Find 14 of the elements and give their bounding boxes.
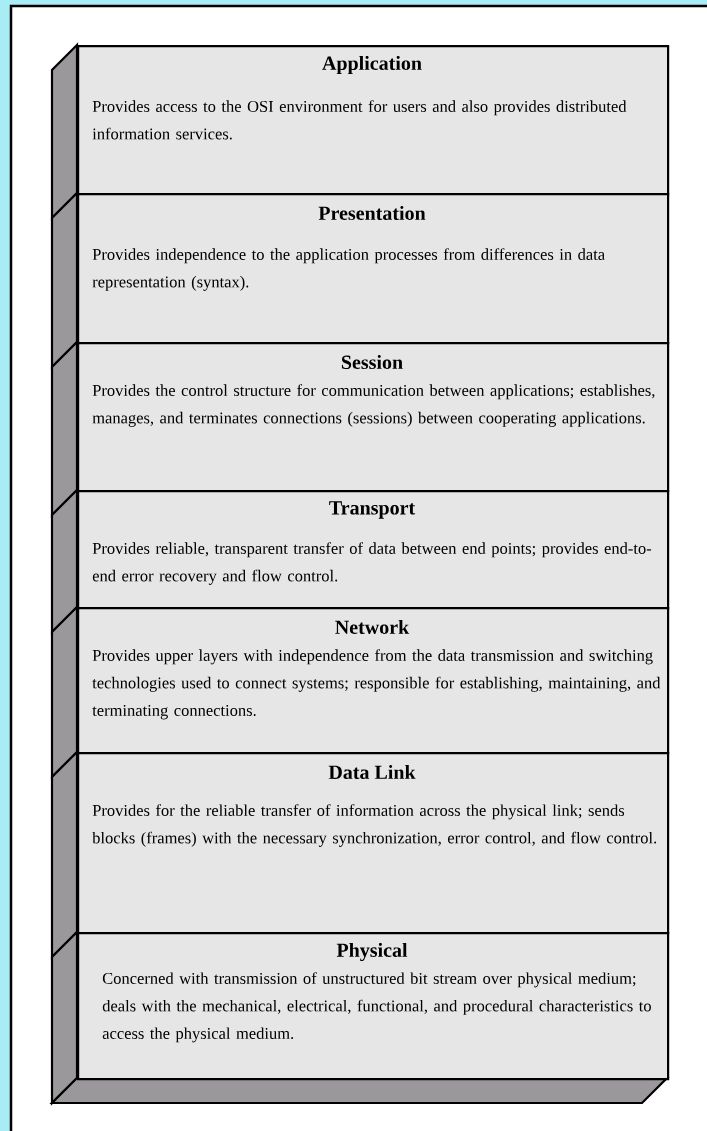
- layer-description: Provides reliable, transparent transfer of data between end points; provides end-to-end error recovery and flow control.: [92, 542, 652, 585]
- layer-title: Physical: [336, 942, 408, 962]
- layer-title: Session: [341, 354, 403, 370]
- layer-description: Provides access to the OSI environment for users and also provides distributed information services.: [92, 100, 627, 140]
- layer-title: Application: [322, 55, 422, 75]
- layer-title: Data Link: [328, 764, 416, 780]
- layer-description: Provides independence to the application processes from differences in data representation (syntax).: [92, 248, 605, 291]
- layer-description: Provides upper layers with independence from the data transmission and switching technologies used to connect systems; responsible for establishing, maintaining, and terminating connections.: [92, 649, 661, 720]
- layer-description: Concerned with transmission of unstructured bit stream over physical medium; deals with the mechanical, electrical, functional, and procedural characteristics to access the physical medium.: [102, 972, 651, 1043]
- layer-title: Presentation: [318, 205, 426, 221]
- layer-description: Provides the control structure for communication between applications; establishes, manages, and terminates connections (sessions) between cooperating applications.: [92, 384, 655, 427]
- layer-description: Provides for the reliable transfer of information across the physical link; sends blocks (frames) with the necessary synchronization, error control, and flow control.: [92, 804, 657, 847]
- layer-title: Network: [335, 619, 410, 635]
- layer-title: Transport: [329, 501, 416, 519]
